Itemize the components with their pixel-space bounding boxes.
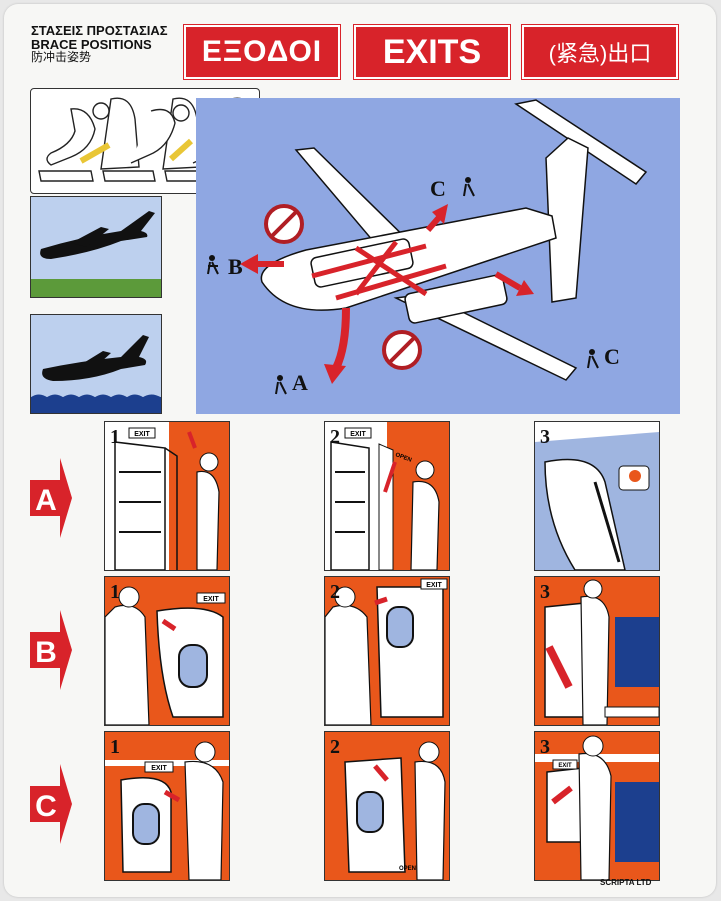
row-a-arrow: A [30,458,72,538]
exit-label-b: B [228,254,243,279]
aircraft-exit-diagram: B C A C [196,98,680,414]
exits-heading-english: EXITS [353,24,511,80]
exit-sign: EXIT [350,431,366,438]
row-b-arrow: B [30,610,72,690]
exit-a-step-1: EXIT 1 [104,421,230,571]
open-sign: OPEN [399,866,416,872]
exit-c-step-1: EXIT 1 [104,731,230,881]
step-number: 3 [540,581,550,603]
row-b-letter: B [35,636,57,669]
exits-heading-chinese: (紧急)出口 [521,24,679,80]
exit-b-step-1: EXIT 1 [104,576,230,726]
exit-a-step-2: EXIT OPEN 2 [324,421,450,571]
brace-title-greek: ΣΤΑΣΕΙΣ ΠΡΟΣΤΑΣΙΑΣ [31,23,168,38]
exit-sign: EXIT [558,763,572,769]
row-c-arrow: C [30,764,72,844]
land-landing-panel [30,196,162,298]
open-sign: OPEN [394,452,412,463]
step-number: 3 [540,426,550,448]
step-number: 3 [540,736,550,758]
brace-positions-title: ΣΤΑΣΕΙΣ ΠΡΟΣΤΑΣΙΑΣ BRACE POSITIONS 防冲击姿势 [31,24,168,64]
exit-c-step-3: EXIT 3 [534,731,660,881]
exit-sign: EXIT [134,431,150,438]
exit-a-step-3: 3 [534,421,660,571]
step-number: 1 [110,426,120,448]
exit-sign: EXIT [151,765,167,772]
brace-title-english: BRACE POSITIONS [31,36,152,52]
row-a-letter: A [35,484,57,517]
exit-label-a: A [292,370,308,395]
exit-sign: EXIT [203,596,219,603]
exit-b-step-3: 3 [534,576,660,726]
step-number: 2 [330,736,340,758]
exit-sign: EXIT [426,582,442,589]
step-number: 1 [110,581,120,603]
exit-b-step-2: EXIT 2 [324,576,450,726]
row-c-letter: C [35,790,57,823]
publisher-credit: SCRIPTA LTD [600,878,652,887]
exit-label-c-right: C [604,344,620,369]
step-number: 2 [330,581,340,603]
water-landing-panel [30,314,162,414]
step-number: 2 [330,426,340,448]
exit-c-step-2: OPEN 2 [324,731,450,881]
exit-label-c-top: C [430,176,446,201]
step-number: 1 [110,736,120,758]
exits-heading-greek: ΕΞΟΔΟΙ [183,24,341,80]
brace-title-chinese: 防冲击姿势 [31,50,92,65]
